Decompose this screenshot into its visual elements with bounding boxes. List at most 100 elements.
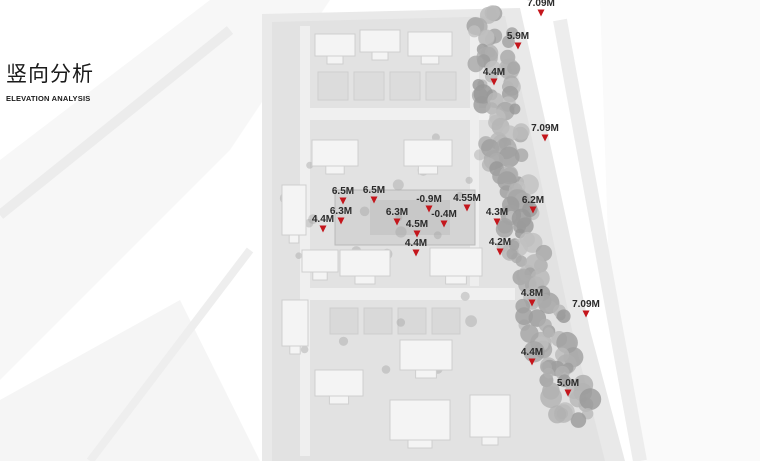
elevation-marker-icon [529, 206, 537, 214]
elevation-label: 5.0M [557, 378, 579, 389]
elevation-marker-icon [413, 230, 421, 238]
residential-building [407, 31, 453, 57]
parking-grid [397, 307, 427, 335]
tree-icon [467, 55, 485, 73]
elevation-marker-icon [440, 220, 448, 228]
tree-icon [520, 324, 539, 343]
elevation-marker-icon [514, 42, 522, 50]
residential-building-wing [325, 165, 345, 175]
parking-grid [363, 307, 393, 335]
elevation-marker-icon [337, 217, 345, 225]
elevation-marker-icon [463, 204, 471, 212]
elevation-marker-icon [393, 218, 401, 226]
elevation-label: 7.09M [531, 123, 559, 134]
elevation-label: 4.5M [406, 219, 428, 230]
tree-icon [484, 60, 502, 78]
residential-building-wing [481, 436, 499, 446]
residential-building [429, 247, 483, 277]
residential-building-wing [371, 51, 389, 61]
elevation-label: 5.9M [507, 31, 529, 42]
tree-icon [395, 226, 407, 238]
elevation-marker-icon [537, 9, 545, 17]
tree-icon [540, 386, 562, 409]
tree-icon [465, 315, 477, 328]
elevation-marker-icon [496, 248, 504, 256]
tree-icon [308, 214, 318, 225]
context-road [86, 247, 254, 464]
page-subtitle: ELEVATION ANALYSIS [6, 94, 91, 103]
internal-road [300, 108, 500, 120]
tree-icon [543, 367, 555, 379]
parking-grid [431, 307, 461, 335]
tree-icon [433, 231, 442, 240]
elevation-marker-icon [541, 134, 549, 142]
context-road [553, 18, 647, 463]
elevation-marker-icon [490, 78, 498, 86]
elevation-marker-icon [370, 196, 378, 204]
internal-road [300, 288, 515, 300]
tree-icon [381, 365, 391, 374]
context-block [0, 0, 330, 380]
parking-grid [389, 71, 421, 101]
residential-building-wing [328, 395, 350, 405]
sunken-court [370, 200, 450, 235]
context-block [0, 300, 260, 461]
elevation-marker-icon [412, 249, 420, 257]
elevation-label: 7.09M [527, 0, 555, 9]
residential-building-wing [445, 275, 467, 285]
elevation-label: 4.55M [453, 193, 481, 204]
tree-icon [338, 336, 349, 346]
tree-icon [509, 103, 521, 115]
residential-building [339, 249, 391, 277]
elevation-label: 6.3M [330, 206, 352, 217]
elevation-label: 7.09M [572, 299, 600, 310]
residential-building [403, 139, 453, 167]
tree-icon [506, 248, 518, 260]
parking-grid [353, 71, 385, 101]
residential-building [314, 369, 364, 397]
internal-road [300, 26, 310, 456]
elevation-label: 6.5M [363, 185, 385, 196]
tree-icon [495, 220, 514, 238]
tree-icon [295, 252, 303, 259]
residential-building-wing [417, 165, 439, 175]
tree-icon [465, 176, 473, 184]
tree-icon [460, 291, 470, 301]
tree-icon [456, 191, 464, 199]
tree-icon [306, 161, 314, 169]
tree-icon [431, 133, 440, 142]
elevation-label: 6.3M [386, 207, 408, 218]
parking-grid [329, 307, 359, 335]
tree-icon [557, 374, 571, 388]
elevation-label: 6.5M [332, 186, 354, 197]
tree-icon [523, 341, 545, 363]
residential-building-wing [415, 369, 437, 379]
elevation-label: 4.2M [489, 237, 511, 248]
parking-grid [425, 71, 457, 101]
tree-icon [392, 179, 404, 191]
residential-building [314, 33, 356, 57]
elevation-label: 4.4M [483, 67, 505, 78]
elevation-label: 4.3M [486, 207, 508, 218]
elevation-label: 6.2M [522, 195, 544, 206]
residential-building [281, 299, 309, 347]
tree-icon [300, 345, 309, 354]
elevation-marker-icon [564, 389, 572, 397]
residential-building [359, 29, 401, 53]
tree-canopy-layer [279, 5, 602, 428]
elevation-marker-icon [425, 205, 433, 213]
buildings-layer [281, 29, 511, 449]
elevation-label: -0.4M [431, 209, 457, 220]
tree-icon [359, 206, 370, 217]
elevation-marker-icon [493, 218, 501, 226]
residential-building [281, 184, 307, 236]
tree-icon [557, 309, 571, 324]
residential-building-wing [288, 234, 300, 244]
tree-icon [515, 255, 527, 267]
residential-building-wing [326, 55, 344, 65]
tree-icon [507, 61, 521, 75]
context-road [0, 26, 234, 219]
